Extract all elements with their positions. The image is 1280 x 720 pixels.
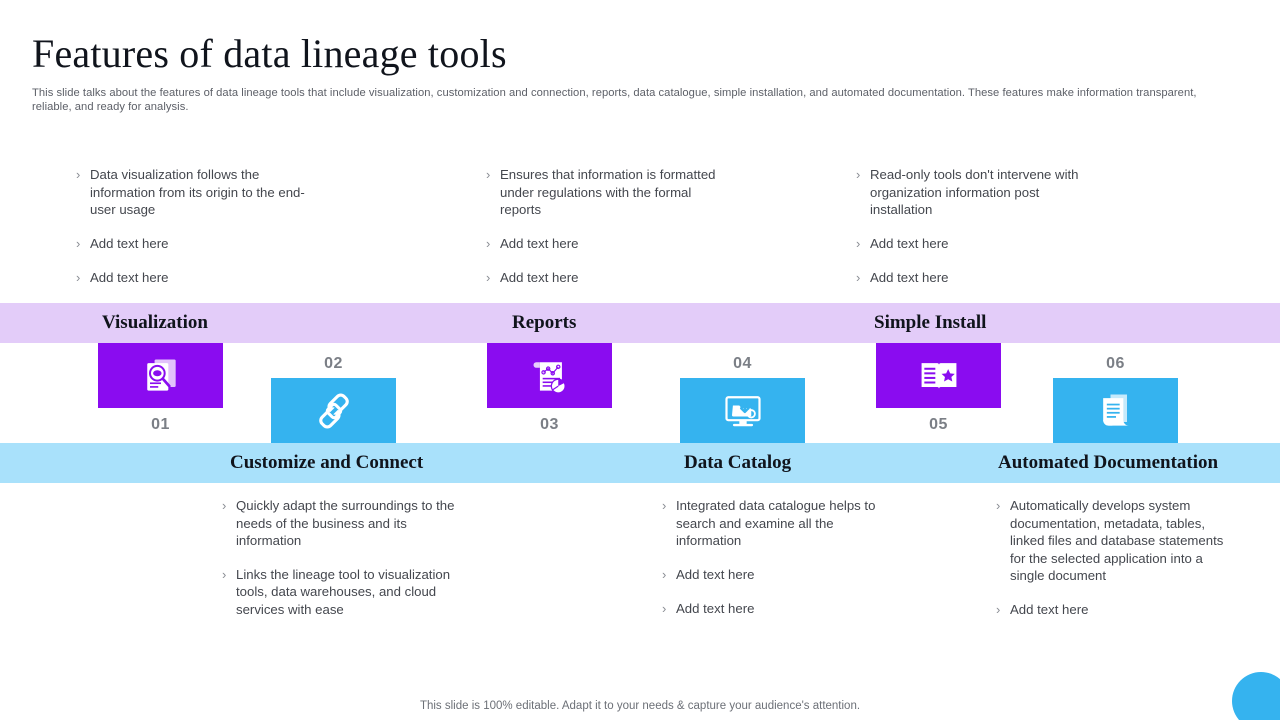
chevron-right-icon: › [856, 167, 861, 182]
list-item-label: Quickly adapt the surroundings to the ne… [236, 498, 455, 549]
list-item: › Add text here [662, 600, 897, 618]
step-tile-03[interactable] [487, 343, 612, 408]
list-item: › Quickly adapt the surroundings to the … [222, 497, 457, 550]
chevron-right-icon: › [996, 498, 1001, 513]
list-item-label: Add text here [676, 566, 755, 582]
band-label-reports: Reports [512, 312, 577, 333]
corner-decoration [1232, 672, 1280, 720]
bottom-bullets-data-catalog: › Integrated data catalogue helps to sea… [662, 497, 897, 634]
list-item-label: Add text here [870, 269, 949, 285]
band-label-visualization: Visualization [102, 312, 208, 333]
list-item: › Add text here [486, 235, 716, 253]
list-item: › Add text here [76, 269, 306, 287]
list-item: › Ensures that information is formatted … [486, 166, 716, 219]
open-book-star-icon [921, 362, 956, 389]
band-label-automated-documentation: Automated Documentation [998, 452, 1219, 473]
top-bullets-simple-install: › Read-only tools don't intervene with o… [856, 166, 1086, 303]
list-item-label: Add text here [500, 269, 579, 285]
list-item: › Links the lineage tool to visualizatio… [222, 566, 457, 619]
page-title: Features of data lineage tools [32, 31, 507, 76]
chevron-right-icon: › [486, 269, 491, 285]
list-item-label: Add text here [90, 235, 169, 251]
list-item-label: Automatically develops system documentat… [1010, 498, 1224, 584]
list-item: › Integrated data catalogue helps to sea… [662, 497, 897, 550]
step-number-05: 05 [929, 416, 948, 433]
chevron-right-icon: › [486, 167, 491, 182]
chain-link-icon [318, 392, 349, 429]
step-number-03: 03 [540, 416, 559, 433]
list-item-label: Add text here [1010, 601, 1089, 617]
chevron-right-icon: › [662, 498, 667, 513]
bottom-bullets-automated-documentation: › Automatically develops system document… [996, 497, 1231, 635]
step-tile-06[interactable] [1053, 378, 1178, 443]
chevron-right-icon: › [222, 566, 227, 582]
band-label-data-catalog: Data Catalog [684, 452, 792, 473]
list-item-label: Data visualization follows the informati… [90, 167, 305, 218]
chevron-right-icon: › [662, 566, 667, 582]
chevron-right-icon: › [486, 235, 491, 251]
list-item-label: Read-only tools don't intervene with org… [870, 167, 1079, 218]
list-item: › Data visualization follows the informa… [76, 166, 306, 219]
list-item: › Add text here [486, 269, 716, 287]
chevron-right-icon: › [76, 269, 81, 285]
step-tile-01[interactable] [98, 343, 223, 408]
list-item: › Add text here [856, 269, 1086, 287]
chevron-right-icon: › [76, 167, 81, 182]
list-item: › Add text here [76, 235, 306, 253]
chevron-right-icon: › [996, 601, 1001, 617]
top-bullets-visualization: › Data visualization follows the informa… [76, 166, 306, 303]
list-item-label: Add text here [90, 269, 169, 285]
step-tile-04[interactable] [680, 378, 805, 443]
list-item: › Add text here [996, 601, 1231, 619]
monitor-install-icon [724, 395, 761, 426]
list-item-label: Ensures that information is formatted un… [500, 167, 716, 218]
chevron-right-icon: › [856, 269, 861, 285]
document-search-icon [146, 359, 176, 391]
page-subtitle: This slide talks about the features of d… [32, 87, 1197, 113]
step-number-02: 02 [324, 355, 343, 372]
list-item-label: Add text here [870, 235, 949, 251]
list-item-label: Links the lineage tool to visualization … [236, 566, 451, 617]
list-item: › Read-only tools don't intervene with o… [856, 166, 1086, 219]
list-item-label: Add text here [676, 600, 755, 616]
chevron-right-icon: › [222, 498, 227, 513]
bottom-bullets-customize-and-connect: › Quickly adapt the surroundings to the … [222, 497, 457, 635]
step-number-06: 06 [1106, 355, 1125, 372]
footer-note: This slide is 100% editable. Adapt it to… [419, 700, 861, 712]
step-number-04: 04 [733, 355, 752, 372]
document-lines-icon [1102, 394, 1129, 426]
list-item: › Add text here [856, 235, 1086, 253]
top-bullets-reports: › Ensures that information is formatted … [486, 166, 716, 303]
step-number-01: 01 [151, 416, 170, 433]
band-label-customize-and-connect: Customize and Connect [230, 452, 424, 473]
list-item: › Add text here [662, 566, 897, 584]
bottom-category-band: Customize and Connect Data Catalog Autom… [0, 443, 1280, 483]
step-tile-02[interactable] [271, 378, 396, 443]
chevron-right-icon: › [76, 235, 81, 251]
list-item-label: Integrated data catalogue helps to searc… [676, 498, 876, 549]
step-tile-05[interactable] [876, 343, 1001, 408]
top-category-band: Visualization Reports Simple Install [0, 303, 1280, 343]
chevron-right-icon: › [856, 235, 861, 251]
band-label-simple-install: Simple Install [874, 312, 987, 333]
chevron-right-icon: › [662, 600, 667, 616]
report-chart-icon [533, 361, 566, 394]
list-item: › Automatically develops system document… [996, 497, 1231, 585]
list-item-label: Add text here [500, 235, 579, 251]
